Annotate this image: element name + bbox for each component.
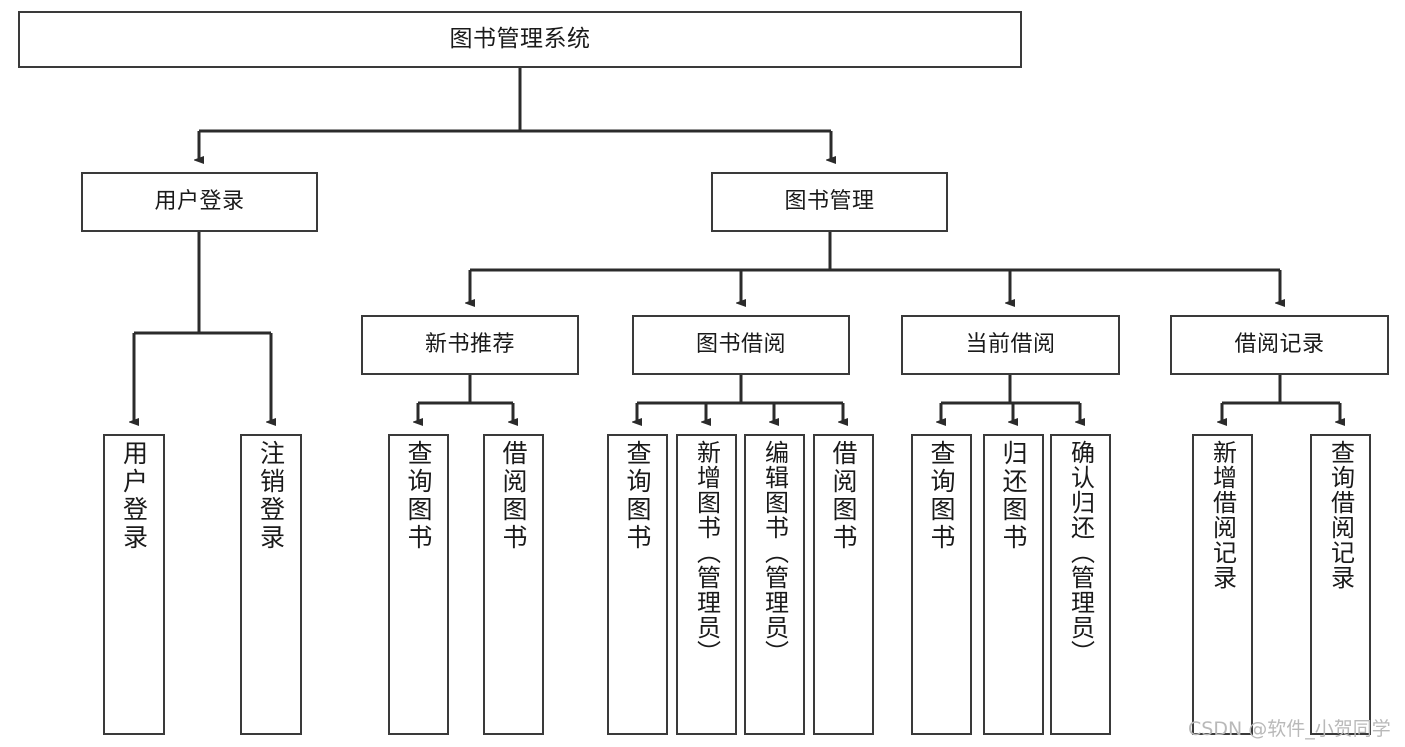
- leaf-current-query-book[interactable]: 查询图书: [911, 434, 972, 735]
- leaf-logout-label: 注销登录: [256, 440, 286, 552]
- node-new-book-recommend[interactable]: 新书推荐: [361, 315, 579, 375]
- node-book-borrow-label: 图书借阅: [695, 332, 786, 358]
- node-book-borrow[interactable]: 图书借阅: [632, 315, 850, 375]
- leaf-borrow-edit-book-admin[interactable]: 编辑图书（管理员）: [744, 434, 805, 735]
- node-book-management[interactable]: 图书管理: [711, 172, 948, 232]
- node-borrow-records[interactable]: 借阅记录: [1170, 315, 1389, 375]
- leaf-borrow-query-book[interactable]: 查询图书: [607, 434, 668, 735]
- node-borrow-records-label: 借阅记录: [1234, 332, 1325, 358]
- leaf-records-add-record-label: 新增借阅记录: [1208, 440, 1237, 590]
- node-root[interactable]: 图书管理系统: [18, 11, 1022, 68]
- leaf-user-login[interactable]: 用户登录: [103, 434, 165, 735]
- node-book-management-label: 图书管理: [784, 189, 875, 215]
- leaf-current-return-book-label: 归还图书: [999, 440, 1028, 552]
- leaf-current-confirm-return-admin[interactable]: 确认归还（管理员）: [1050, 434, 1111, 735]
- leaf-newbook-query-book[interactable]: 查询图书: [388, 434, 449, 735]
- leaf-borrow-query-book-label: 查询图书: [623, 440, 652, 552]
- leaf-borrow-add-book-admin[interactable]: 新增图书（管理员）: [676, 434, 737, 735]
- leaf-borrow-add-book-admin-label: 新增图书（管理员）: [692, 440, 721, 665]
- node-user-login-label: 用户登录: [154, 189, 245, 215]
- watermark: CSDN @软件_小贺同学: [1188, 718, 1391, 740]
- leaf-newbook-query-book-label: 查询图书: [404, 440, 433, 552]
- leaf-records-query-record-label: 查询借阅记录: [1326, 440, 1355, 590]
- leaf-newbook-borrow-book-label: 借阅图书: [499, 440, 528, 552]
- leaf-borrow-lend-book[interactable]: 借阅图书: [813, 434, 874, 735]
- leaf-borrow-edit-book-admin-label: 编辑图书（管理员）: [760, 440, 789, 665]
- leaf-current-query-book-label: 查询图书: [927, 440, 956, 552]
- node-new-book-recommend-label: 新书推荐: [424, 332, 515, 358]
- leaf-current-return-book[interactable]: 归还图书: [983, 434, 1044, 735]
- leaf-borrow-lend-book-label: 借阅图书: [829, 440, 858, 552]
- leaf-current-confirm-return-admin-label: 确认归还（管理员）: [1066, 440, 1095, 665]
- node-user-login[interactable]: 用户登录: [81, 172, 318, 232]
- leaf-records-add-record[interactable]: 新增借阅记录: [1192, 434, 1253, 735]
- leaf-records-query-record[interactable]: 查询借阅记录: [1310, 434, 1371, 735]
- leaf-user-login-label: 用户登录: [119, 440, 149, 552]
- node-current-borrow-label: 当前借阅: [965, 332, 1056, 358]
- node-root-label: 图书管理系统: [449, 25, 591, 52]
- leaf-logout[interactable]: 注销登录: [240, 434, 302, 735]
- node-current-borrow[interactable]: 当前借阅: [901, 315, 1120, 375]
- leaf-newbook-borrow-book[interactable]: 借阅图书: [483, 434, 544, 735]
